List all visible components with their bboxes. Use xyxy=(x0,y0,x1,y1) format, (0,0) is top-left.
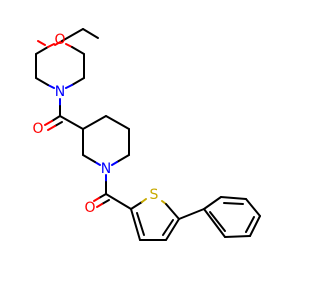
piperidine-nitrogen-label: N xyxy=(101,161,111,177)
carbonyl-oxygen-upper-label: O xyxy=(32,121,43,137)
piperidine-ring xyxy=(82,115,130,166)
morpholine-nitrogen-label: N xyxy=(55,84,65,100)
carbonyl-oxygen-lower-label: O xyxy=(84,200,95,216)
morpholine-oxygen-label: O xyxy=(54,32,65,48)
morpholine-skeleton xyxy=(35,43,85,89)
amide-bond-lower xyxy=(93,174,132,210)
thiophene-ring xyxy=(130,198,180,241)
atom-labels: O N O N O S xyxy=(32,32,158,216)
amide-bond-upper xyxy=(44,98,84,131)
morpholine-ring xyxy=(37,28,99,46)
molecule-structure: O N O N O S xyxy=(32,28,261,241)
phenyl-ring xyxy=(178,196,261,238)
thiophene-sulfur-label: S xyxy=(150,187,159,203)
